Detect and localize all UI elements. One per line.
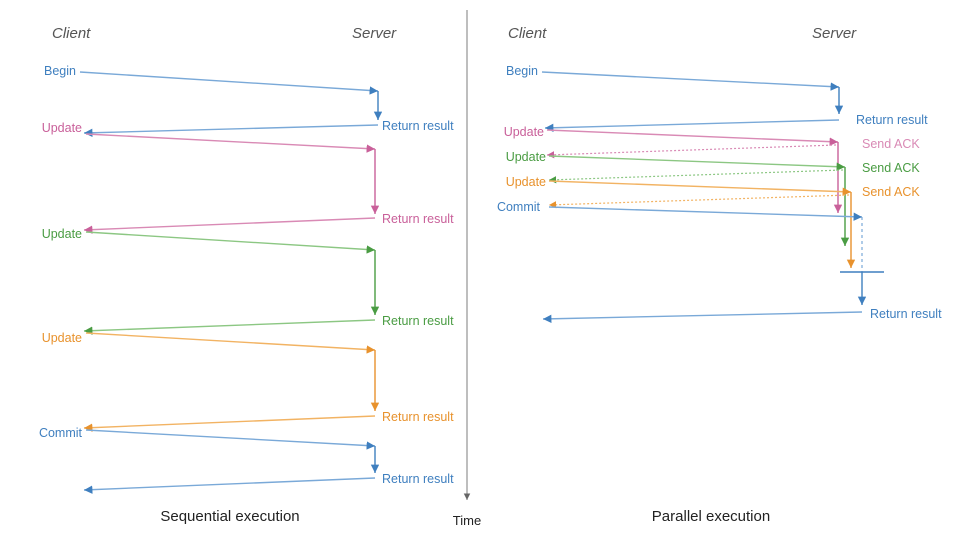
- arrow-commit-return: [542, 311, 863, 324]
- parallel-server-label-4: Send ACK: [862, 185, 920, 199]
- parallel-client-label-begin: Begin: [506, 64, 538, 78]
- sequential-server-label-3: Return result: [382, 314, 454, 328]
- arrow-update3-request: [85, 332, 376, 354]
- arrow-update2-request: [548, 155, 846, 171]
- arrow-begin-request: [79, 71, 379, 95]
- arrow-commit-request: [85, 429, 376, 450]
- arrow-begin-request: [541, 71, 840, 91]
- parallel-msg-begin: [541, 71, 844, 132]
- parallel-client-label-commit: Commit: [497, 200, 541, 214]
- arrow-update2-ack: [548, 169, 844, 184]
- sequential-caption: Sequential execution: [160, 508, 299, 525]
- sequential-msg-update-2: [83, 231, 380, 335]
- parallel-server-label-2: Send ACK: [862, 137, 920, 151]
- sequential-client-label-begin: Begin: [44, 64, 76, 78]
- sequential-msg-commit: [83, 429, 380, 494]
- arrow-update1-request: [85, 133, 376, 153]
- sequential-server-label-1: Return result: [382, 119, 454, 133]
- parallel-client-label-update-2: Update: [506, 150, 546, 164]
- sequential-server-label-5: Return result: [382, 472, 454, 486]
- parallel-msg-commit: [542, 206, 884, 324]
- parallel-server-label-5: Return result: [870, 307, 942, 321]
- parallel-client-header: Client: [508, 25, 547, 42]
- sequential-server-label-2: Return result: [382, 212, 454, 226]
- parallel-msg-update-1: [546, 129, 843, 213]
- parallel-client-label-update-3: Update: [506, 175, 546, 189]
- sequential-client-label-update-3: Update: [42, 331, 82, 345]
- time-axis: Time: [453, 10, 481, 528]
- arrow-update3-ack: [548, 194, 850, 209]
- parallel-msg-update-2: [548, 155, 850, 246]
- arrow-commit-return: [83, 477, 376, 494]
- sequential-msg-update-3: [83, 332, 380, 432]
- arrow-update1-return: [83, 217, 376, 234]
- sequential-client-header: Client: [52, 25, 91, 42]
- arrow-begin-return: [544, 119, 840, 132]
- sequential-msg-update-1: [83, 133, 380, 234]
- parallel-client-label-update-1: Update: [504, 125, 544, 139]
- parallel-server-label-3: Send ACK: [862, 161, 920, 175]
- arrow-update2-request: [85, 231, 376, 254]
- arrow-update1-request: [546, 129, 839, 146]
- sequential-msg-begin: [79, 71, 383, 137]
- parallel-msg-update-3: [548, 180, 856, 268]
- parallel-server-header: Server: [812, 25, 857, 42]
- sequential-client-label-update-1: Update: [42, 121, 82, 135]
- arrow-update2-return: [83, 319, 376, 335]
- arrow-update3-return: [83, 415, 376, 432]
- arrow-begin-return: [83, 124, 379, 137]
- sequential-client-label-commit: Commit: [39, 426, 83, 440]
- sequential-client-label-update-2: Update: [42, 227, 82, 241]
- parallel-server-label-1: Return result: [856, 113, 928, 127]
- parallel-caption: Parallel execution: [652, 508, 770, 525]
- panel-parallel: Client Server: [497, 25, 942, 525]
- arrow-update1-ack: [546, 144, 837, 159]
- panel-sequential: Client Server: [39, 25, 454, 525]
- sequential-server-label-4: Return result: [382, 410, 454, 424]
- arrow-commit-request: [548, 206, 863, 221]
- sequential-server-header: Server: [352, 25, 397, 42]
- time-axis-label: Time: [453, 513, 481, 528]
- arrow-update3-request: [548, 180, 852, 196]
